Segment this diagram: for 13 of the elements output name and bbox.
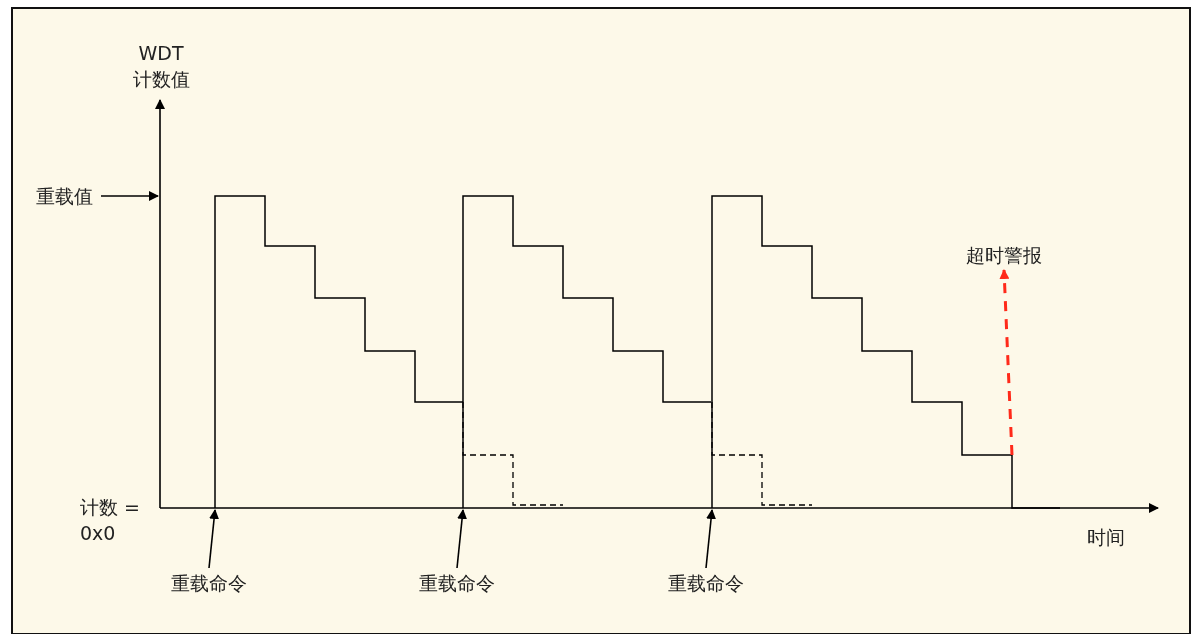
marker-label: 重载值 [36,183,93,209]
axis-label: 时间 [1087,525,1126,550]
marker-label: 超时警报 [966,242,1042,268]
arrow [705,509,717,569]
arrow [208,509,220,569]
axis-label: WDT 计数值 [131,41,191,92]
marker-label: 重载命令 [171,570,247,596]
arrow [999,269,1014,456]
arrow [100,191,159,201]
arrow [456,509,468,569]
marker-label: 重载命令 [668,570,744,596]
axis-label: 计数 = 0x0 [80,495,141,546]
marker-label: 重载命令 [419,570,495,596]
